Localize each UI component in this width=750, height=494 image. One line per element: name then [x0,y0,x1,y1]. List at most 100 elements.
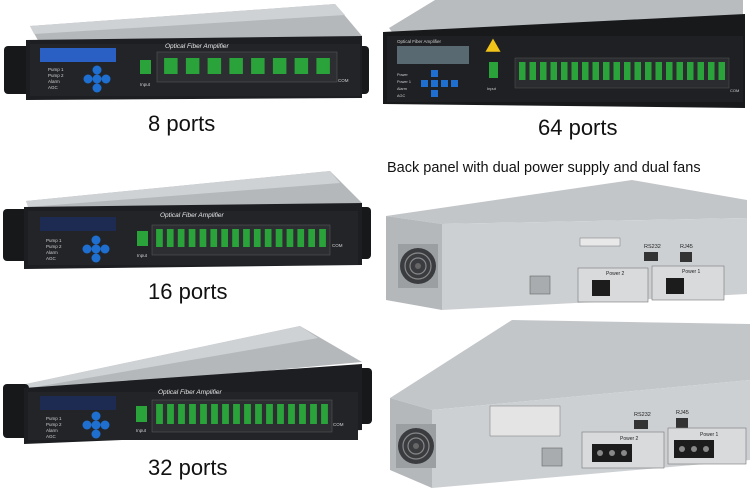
sc-adapter-port [299,404,306,424]
rs232-label: RS232 [644,244,661,250]
com-label: COM [338,78,349,83]
sc-adapter-port [222,404,229,424]
sc-adapter-port [613,62,620,80]
sc-adapter-port [321,404,328,424]
sc-adapter-port [189,404,196,424]
caption-32-ports: 32 ports [148,455,228,480]
input-adapter [137,231,148,246]
sc-adapter-port [550,62,557,80]
status-label-pump2: Pump 2 [48,73,64,78]
panel-title: Optical Fiber Amplifier [165,43,230,50]
com-label: COM [730,88,739,93]
output-port-strip [164,58,330,74]
status-label-pump1: Pump 1 [46,238,62,243]
status-label-pump2: Pump 2 [46,422,62,427]
sc-adapter-port [697,62,704,80]
sc-adapter-port [603,62,610,80]
sc-adapter-port [676,62,683,80]
sc-adapter-port [233,404,240,424]
terminal-block-icon [592,444,632,462]
input-adapter [489,62,498,78]
sc-adapter-port [297,229,305,247]
com-label: COM [333,422,344,427]
sc-adapter-port [251,58,265,74]
input-adapter [136,406,147,422]
keypad-icon [82,235,110,263]
caption-16-ports: 16 ports [148,279,228,304]
amplifier-8-ports-image: Pump 1 Pump 2 Alarm AGC Optical Fiber Am… [4,4,369,100]
status-label-pump2: Pump 2 [46,244,62,249]
input-adapter [140,60,151,74]
sc-adapter-port [288,404,295,424]
keypad-icon [82,411,110,439]
sc-adapter-port [244,404,251,424]
rs232-port [634,420,648,429]
sc-adapter-port [177,229,185,247]
sc-adapter-port [253,229,261,247]
sc-adapter-port [221,229,228,247]
power1-label: Power 1 [682,269,701,275]
amplifier-64-ports-image: Optical Fiber Amplifier Power Power 1 Al… [383,0,745,108]
sc-adapter-port [655,62,662,80]
power-socket-icon [666,278,684,294]
sc-adapter-port [277,404,284,424]
sc-adapter-port [199,229,207,247]
sc-adapter-port [178,404,185,424]
sc-adapter-port [207,58,222,74]
status-label-alarm: Alarm [397,87,407,91]
status-label-agc: AGC [46,256,57,261]
sc-adapter-port [188,229,196,247]
power2-label: Power 2 [606,271,625,277]
keypad-icon [83,65,111,93]
sc-adapter-port [229,58,243,74]
sc-adapter-port [266,404,273,424]
sc-adapter-port [310,404,317,424]
status-label-alarm: Alarm [48,79,60,84]
input-label: Input [487,86,497,91]
sc-adapter-port [243,229,250,247]
sc-adapter-port [294,58,309,74]
sc-adapter-port [255,404,262,424]
sc-adapter-port [286,229,294,247]
fan-vent-icon [541,447,563,467]
status-label-pump1: Pump 1 [46,416,62,421]
sc-adapter-port [666,62,673,80]
sc-adapter-port [592,62,599,80]
sc-adapter-port [687,62,694,80]
amplifier-16-ports-image: Pump 1 Pump 2 Alarm AGC Optical Fiber Am… [3,171,371,269]
output-port-strip [519,62,725,80]
sc-adapter-port [708,62,715,80]
fan-icon [398,244,438,288]
sc-adapter-port [167,404,174,424]
sc-adapter-port [156,229,163,247]
terminal-block-icon [674,440,714,458]
sc-adapter-port [519,62,526,80]
sc-adapter-port [185,58,200,74]
caption-8-ports: 8 ports [148,111,216,136]
status-label-agc: AGC [48,85,59,90]
caption-64-ports: 64 ports [538,115,618,140]
sc-adapter-port [718,62,725,80]
input-label: Input [136,428,147,433]
back-panel-heading: Back panel with dual power supply and du… [387,160,701,176]
input-label: Input [137,253,148,258]
sc-adapter-port [582,62,589,80]
sc-adapter-port [156,404,163,424]
rj45-label: RJ45 [680,244,693,250]
status-label-alarm: Alarm [46,250,58,255]
sc-adapter-port [645,62,652,80]
laser-warning-icon [484,37,502,53]
rs232-port [644,252,658,261]
fan-icon [396,424,436,468]
sc-adapter-port [319,229,326,247]
fan-vent-icon [529,275,551,295]
rs232-label: RS232 [634,412,651,418]
sc-adapter-port [561,62,568,80]
power1-label: Power 1 [700,432,719,438]
sc-adapter-port [308,229,315,247]
status-label-pump1: Pump 1 [48,67,64,72]
sc-adapter-port [634,62,641,80]
sc-adapter-port [211,404,218,424]
rj45-port [676,418,688,428]
output-port-strip [156,229,326,247]
